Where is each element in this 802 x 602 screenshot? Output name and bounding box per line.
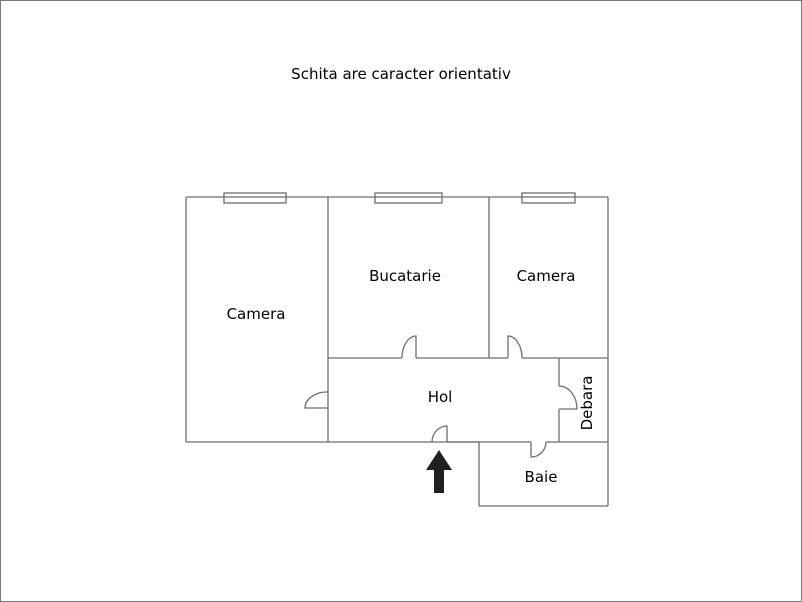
window-camera-right xyxy=(521,192,576,204)
room-label-camera-right: Camera xyxy=(517,267,576,285)
door-debara xyxy=(558,385,578,410)
room-label-bucatarie: Bucatarie xyxy=(369,267,441,285)
door-entrance xyxy=(431,425,448,443)
room-label-hol: Hol xyxy=(428,388,453,406)
door-camera-right xyxy=(507,335,523,359)
room-label-baie: Baie xyxy=(525,468,558,486)
window-camera-left xyxy=(223,192,287,204)
window-bucatarie xyxy=(374,192,443,204)
caption: Schita are caracter orientativ xyxy=(291,65,511,83)
door-baie xyxy=(530,441,547,458)
door-bucatarie xyxy=(401,335,417,359)
room-label-camera-left: Camera xyxy=(227,305,286,323)
room-label-debara: Debara xyxy=(578,376,596,431)
arrow-up-icon xyxy=(426,450,452,493)
door-camera-left xyxy=(304,391,329,409)
